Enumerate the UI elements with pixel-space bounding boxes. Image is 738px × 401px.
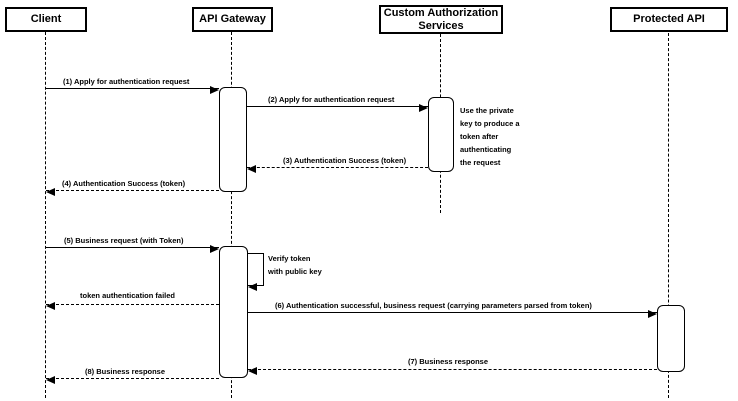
message-2-line bbox=[247, 104, 428, 112]
arrow-right-icon bbox=[210, 245, 219, 253]
self-loop-right-line bbox=[263, 253, 264, 285]
arrow-right-icon bbox=[210, 86, 219, 94]
arrow-left-icon bbox=[248, 283, 257, 291]
message-5-label: (5) Business request (with Token) bbox=[64, 236, 184, 245]
message-3-label: (3) Authentication Success (token) bbox=[283, 156, 407, 165]
activation-api-gateway-auth bbox=[219, 87, 247, 192]
message-6-line bbox=[248, 310, 657, 318]
message-4-label: (4) Authentication Success (token) bbox=[62, 179, 186, 188]
message-6-label: (6) Authentication successful, business … bbox=[275, 301, 592, 310]
message-8-label: (8) Business response bbox=[85, 367, 166, 376]
message-token-failed-label: token authentication failed bbox=[80, 291, 176, 300]
actor-protected-api: Protected API bbox=[610, 7, 728, 32]
lifeline-client bbox=[45, 32, 46, 398]
message-7-line bbox=[248, 367, 657, 375]
lifeline-api-gateway bbox=[231, 32, 232, 398]
arrow-left-icon bbox=[46, 302, 55, 310]
activation-protected-api bbox=[657, 305, 685, 372]
message-5-line bbox=[46, 245, 219, 253]
lifeline-protected-api bbox=[668, 33, 669, 398]
arrow-left-icon bbox=[247, 165, 256, 173]
message-3-line bbox=[247, 165, 428, 173]
actor-api-gateway: API Gateway bbox=[192, 7, 273, 32]
arrow-left-icon bbox=[248, 367, 257, 375]
actor-custom-auth: Custom Authorization Services bbox=[379, 5, 503, 34]
arrow-left-icon bbox=[46, 376, 55, 384]
message-1-label: (1) Apply for authentication request bbox=[63, 77, 190, 86]
message-8-line bbox=[46, 376, 219, 384]
actor-client: Client bbox=[5, 7, 87, 32]
arrow-right-icon bbox=[648, 310, 657, 318]
activation-api-gateway-business bbox=[219, 246, 248, 378]
arrow-left-icon bbox=[46, 188, 55, 196]
self-loop-label: Verify token with public key bbox=[268, 254, 322, 276]
message-1-line bbox=[46, 86, 219, 94]
note-private-key: Use the private key to produce a token a… bbox=[460, 106, 520, 167]
self-loop-top-line bbox=[248, 253, 264, 254]
arrow-right-icon bbox=[419, 104, 428, 112]
message-token-failed-line bbox=[46, 302, 219, 310]
message-2-label: (2) Apply for authentication request bbox=[268, 95, 395, 104]
self-loop-bottom-line bbox=[248, 283, 264, 291]
message-7-label: (7) Business response bbox=[408, 357, 489, 366]
activation-custom-auth bbox=[428, 97, 454, 172]
message-4-line bbox=[46, 188, 219, 196]
